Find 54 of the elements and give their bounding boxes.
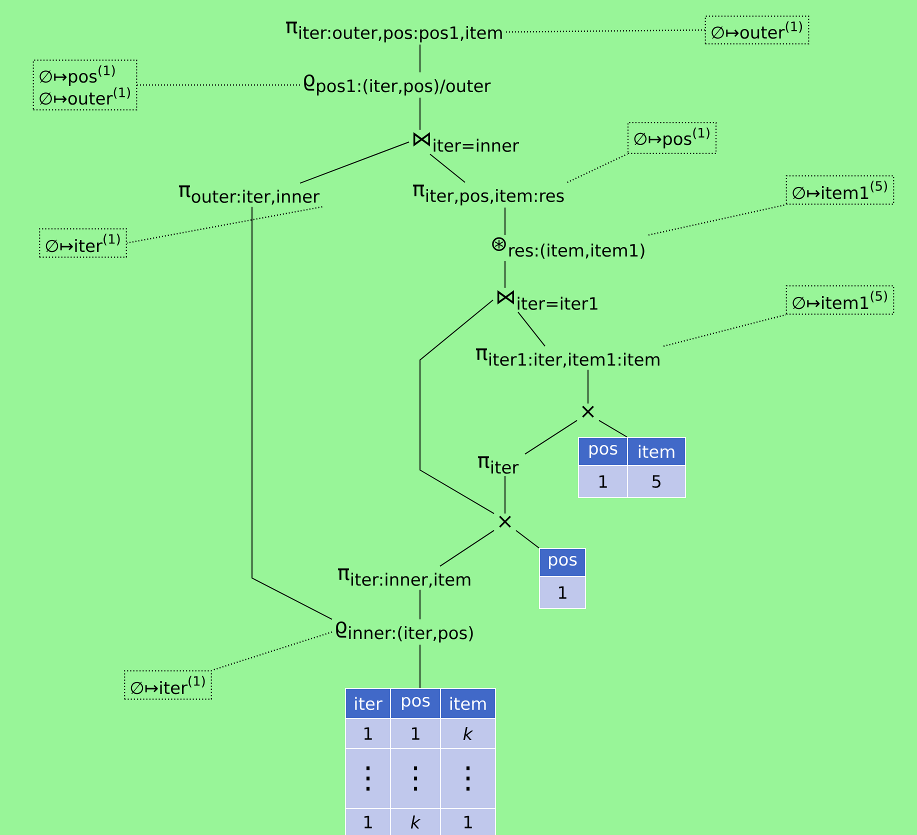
leader-line (648, 204, 786, 236)
operator-label: $\text{⋈}_{\text{iter=iter1}}$ (497, 290, 598, 310)
annotation-box: $\text{∅↦item1}^{\text{(5)}}$ (786, 175, 894, 205)
table-header-cell: pos (578, 437, 628, 466)
tree-edge (516, 530, 540, 548)
table-header-cell: iter (345, 688, 391, 719)
operator-label: $\text{π}_{\text{iter,pos,item:res}}$ (412, 184, 564, 206)
operator-label: $\text{ϱ}_{\text{inner:(iter,pos)}}$ (336, 621, 473, 643)
table-header-cell: item (627, 437, 686, 466)
table-header-cell: pos (390, 688, 441, 719)
table-header-cell: item (440, 688, 496, 719)
annotation-box: $\text{∅↦pos}^{\text{(1)}}$ (627, 122, 717, 154)
tree-edge (524, 420, 578, 455)
table-cell: k (440, 718, 496, 749)
operator-label: $\text{⊛}_{\text{res:(item,item1)}}$ (492, 237, 644, 259)
tree-edge (504, 260, 506, 288)
operator-label: $\text{ϱ}_{\text{pos1:(iter,pos)/outer}}$ (304, 74, 491, 96)
operator-label: $\text{π}_{\text{iter:inner,item}}$ (338, 568, 470, 588)
tree-edge (430, 154, 466, 183)
annotation-box: $\text{∅↦item1}^{\text{(5)}}$ (786, 285, 894, 315)
tree-edge (440, 530, 494, 567)
operator-label: $\text{π}_{\text{iter:outer,pos:pos1,item}}$ (286, 22, 502, 42)
table-cell: 5 (627, 465, 686, 498)
leader-line (126, 206, 322, 244)
leader-line (567, 153, 628, 183)
operator-label: $\text{π}_{\text{outer:iter,inner}}$ (178, 185, 320, 205)
table-cell: k (390, 808, 441, 835)
tree-edge (504, 207, 506, 236)
table-cell: 1 (345, 718, 391, 749)
tree-edge (420, 300, 494, 514)
leader-line (663, 314, 786, 347)
annotation-box: $\text{∅↦iter}^{\text{(1)}}$ (124, 670, 212, 700)
tree-edge (300, 142, 410, 184)
table-cell: 1 (345, 808, 391, 835)
leader-line (212, 631, 332, 671)
operator-label: $\text{π}_{\text{iter}}$ (478, 456, 519, 474)
operator-label: $\text{⋈}_{\text{iter=inner}}$ (413, 132, 520, 152)
annotation-box: $\text{∅↦iter}^{\text{(1)}}$ (39, 228, 127, 258)
table-cell: 1 (390, 718, 441, 749)
tree-edge (504, 475, 506, 514)
table-cell: 1 (578, 465, 628, 498)
table-cell: 1 (539, 576, 586, 609)
table-cell: 1 (440, 808, 496, 835)
operator-label: $\text{π}_{\text{iter1:iter,item1:item}}$ (476, 348, 660, 368)
table-header-cell: pos (539, 548, 586, 577)
annotation-box: $\text{∅↦outer}^{\text{(1)}}$ (704, 16, 810, 44)
operator-label: $\text{×}$ (499, 516, 511, 528)
leader-line (137, 84, 300, 86)
tree-edge (518, 312, 546, 347)
operator-label: $\text{×}$ (582, 406, 594, 418)
tree-edge (252, 206, 332, 620)
leader-line (506, 29, 705, 33)
annotation-box: $\text{∅↦pos}^{\text{(1)}}$ $\text{∅↦outer}^{\text{(1)}}$ (32, 60, 138, 110)
tree-edge (598, 420, 628, 438)
